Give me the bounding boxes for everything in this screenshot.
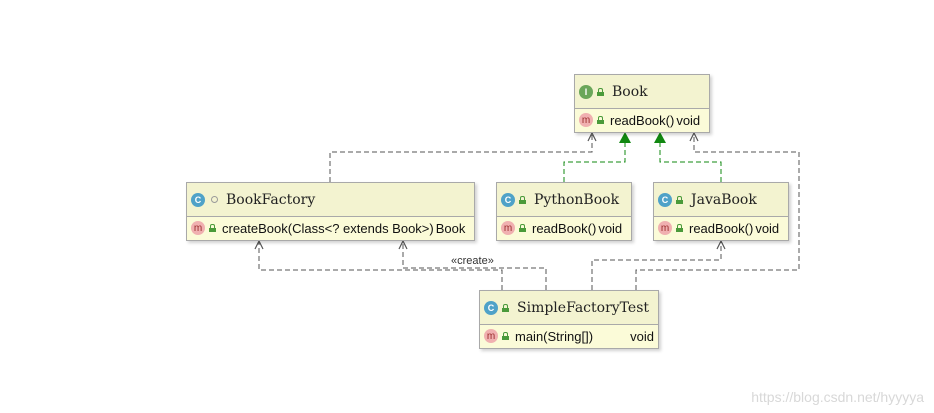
implements-line-javabook-book xyxy=(654,132,722,182)
class-header: C JavaBook xyxy=(654,183,788,217)
method-row: m readBook() void xyxy=(575,109,709,131)
class-header: C PythonBook xyxy=(497,183,631,217)
method-return-type: void xyxy=(630,328,654,344)
method-row: m createBook(Class<? extends Book>) Book xyxy=(187,217,474,239)
class-icon: C xyxy=(191,192,205,207)
static-method-icon: m xyxy=(484,329,498,343)
method-icon: m xyxy=(658,221,672,235)
class-box-simplefactorytest[interactable]: C SimpleFactoryTest m main(String[]) voi… xyxy=(479,290,659,349)
method-name: readBook() xyxy=(689,220,754,236)
class-box-pythonbook[interactable]: C PythonBook m readBook() void xyxy=(496,182,632,241)
lock-icon xyxy=(676,195,683,204)
class-header: I Book xyxy=(575,75,709,109)
class-name: JavaBook xyxy=(691,191,757,208)
class-header: C BookFactory xyxy=(187,183,474,217)
dependency-line-test-bookfactory xyxy=(259,241,503,290)
method-name: readBook() xyxy=(610,112,675,128)
class-name: Book xyxy=(612,83,648,100)
class-box-javabook[interactable]: C JavaBook m readBook() void xyxy=(653,182,789,241)
interface-icon: I xyxy=(579,84,593,99)
class-name: PythonBook xyxy=(534,191,620,208)
method-return-type: void xyxy=(755,220,780,236)
class-box-book[interactable]: I Book m readBook() void xyxy=(574,74,710,133)
create-line-test-bookfactory xyxy=(403,241,547,290)
lock-icon xyxy=(597,116,604,124)
method-return-type: void xyxy=(676,112,701,128)
implements-line-pythonbook-book xyxy=(563,132,631,182)
method-return-type: Book xyxy=(435,220,466,236)
method-name: main(String[]) xyxy=(515,328,594,344)
class-icon: C xyxy=(658,192,672,207)
method-return-type: void xyxy=(598,220,623,236)
class-header: C SimpleFactoryTest xyxy=(480,291,658,325)
method-icon: m xyxy=(579,113,593,127)
method-icon: m xyxy=(191,221,205,235)
create-stereotype-label: «create» xyxy=(450,255,495,267)
lock-icon xyxy=(519,195,526,204)
class-box-bookfactory[interactable]: C BookFactory m createBook(Class<? exten… xyxy=(186,182,475,241)
method-row: m readBook() void xyxy=(654,217,788,239)
runnable-class-icon: C xyxy=(484,300,498,315)
class-icon: C xyxy=(501,192,515,207)
method-name: readBook() xyxy=(532,220,597,236)
class-name: BookFactory xyxy=(226,191,316,208)
lock-icon xyxy=(502,332,509,340)
method-icon: m xyxy=(501,221,515,235)
watermark: https://blog.csdn.net/hyyyya xyxy=(751,389,924,405)
package-visibility-icon xyxy=(211,196,218,203)
class-name: SimpleFactoryTest xyxy=(517,299,650,316)
lock-icon xyxy=(209,224,216,232)
lock-icon xyxy=(502,303,509,312)
dependency-line-bookfactory-book xyxy=(329,133,592,182)
dependency-line-test-javabook xyxy=(591,241,721,290)
dependency-line-test-book xyxy=(635,133,800,290)
method-name: createBook(Class<? extends Book>) xyxy=(222,220,434,236)
lock-icon xyxy=(519,224,526,232)
lock-icon xyxy=(597,87,604,96)
method-row: m readBook() void xyxy=(497,217,631,239)
lock-icon xyxy=(676,224,683,232)
method-row: m main(String[]) void xyxy=(480,325,658,347)
